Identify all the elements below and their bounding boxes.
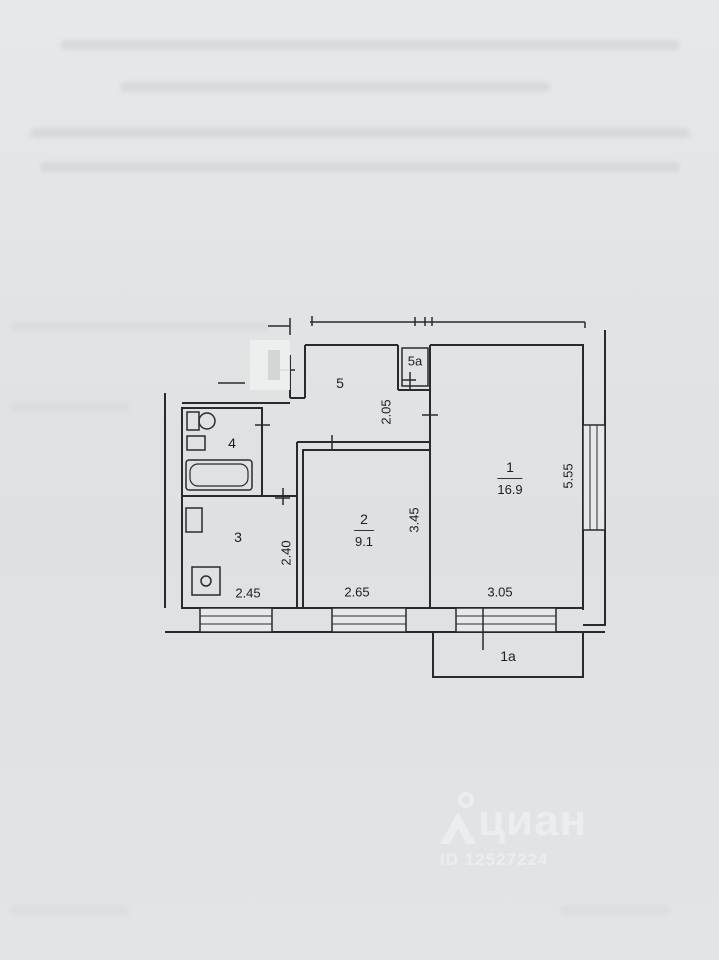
balcony-door — [455, 607, 557, 633]
room-label-3: 3 — [234, 529, 242, 545]
window-right — [582, 424, 606, 531]
room-1-number: 1 — [497, 459, 523, 479]
dim-room2-height: 3.45 — [406, 507, 422, 533]
faded-text-line — [10, 905, 130, 915]
faded-text-line — [120, 82, 550, 92]
room-4-walls — [181, 407, 263, 497]
room-label-1a: 1a — [500, 648, 516, 664]
dim-room1-width: 3.05 — [487, 584, 513, 600]
faded-text-line — [560, 905, 670, 915]
room-label-5a: 5a — [407, 353, 423, 369]
closet-5a — [401, 347, 429, 387]
faded-text-line — [30, 128, 690, 138]
room-2-number: 2 — [354, 511, 374, 531]
stove — [191, 566, 221, 596]
toilet-bowl — [198, 412, 216, 430]
dim-room1-height: 5.55 — [560, 463, 576, 489]
dim-room3-height: 2.40 — [278, 540, 294, 566]
window-room3 — [199, 607, 273, 633]
faded-text-line — [10, 322, 270, 332]
room-1-area-label: 1 16.9 — [497, 459, 523, 497]
room-label-4: 4 — [228, 435, 236, 451]
dim-room2-width: 2.65 — [344, 584, 370, 600]
faded-text-line — [10, 402, 130, 412]
bathtub — [185, 459, 253, 491]
kitchen-sink — [185, 507, 203, 533]
room-1-area: 16.9 — [497, 482, 523, 497]
room-2-area-label: 2 9.1 — [354, 511, 374, 549]
sink — [186, 435, 206, 451]
balcony-1a — [432, 632, 584, 678]
faded-text-line — [60, 40, 680, 50]
window-room2 — [331, 607, 407, 633]
room-2-area: 9.1 — [354, 534, 374, 549]
dim-room5-height: 2.05 — [378, 399, 394, 425]
watermark-brand: циан — [478, 796, 588, 845]
location-pin-icon — [440, 792, 476, 844]
faded-text-line — [40, 162, 680, 172]
toilet-tank — [186, 411, 200, 431]
cian-watermark: циан ID 12527224 — [438, 780, 668, 880]
watermark-id: ID 12527224 — [440, 850, 549, 869]
room-label-5: 5 — [336, 375, 344, 391]
dim-room3-width: 2.45 — [235, 585, 261, 601]
